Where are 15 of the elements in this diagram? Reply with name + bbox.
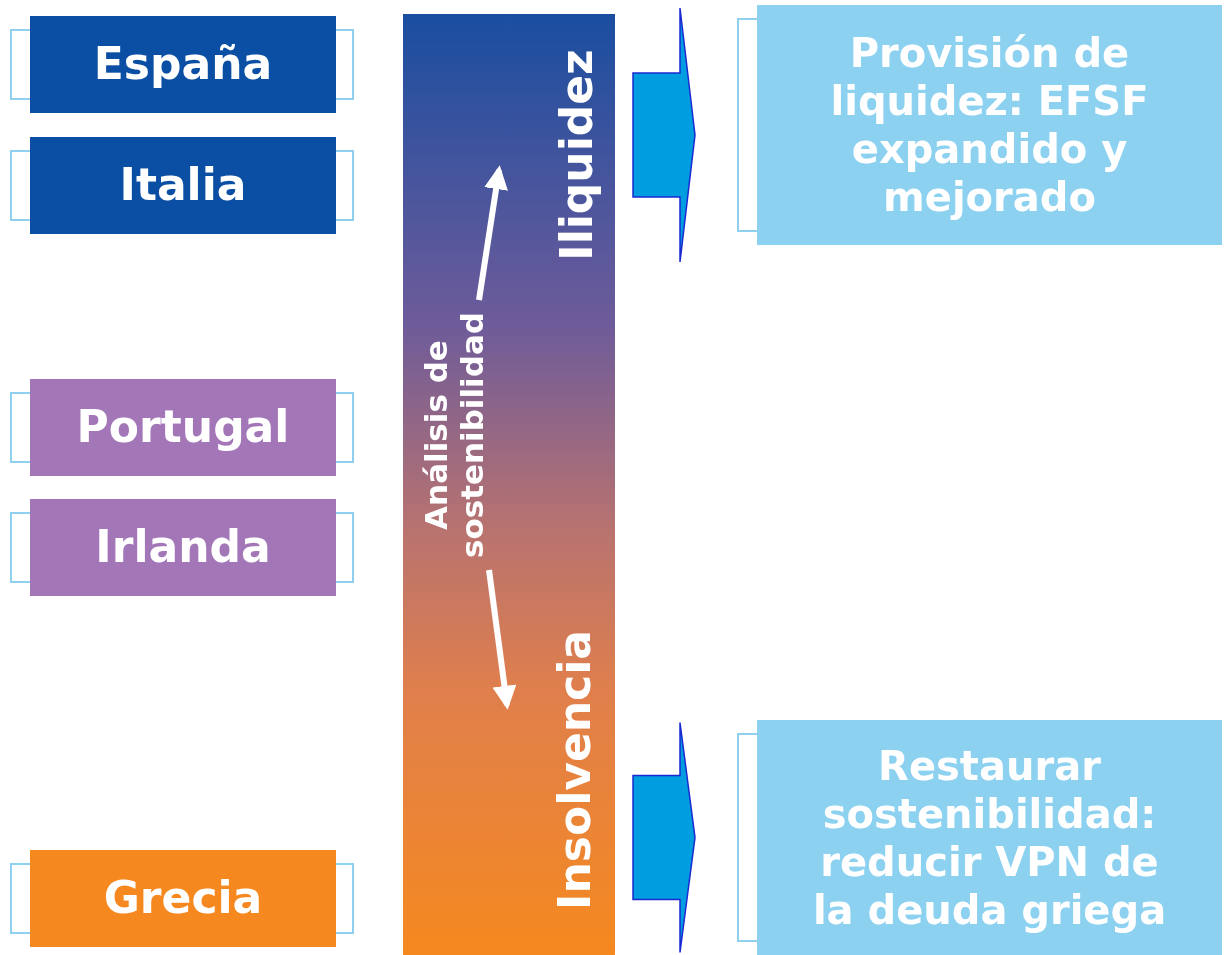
label-box: Portugal — [30, 379, 336, 476]
vertical-label: Iliquidez — [551, 45, 603, 265]
label-box: Provisión de liquidez: EFSF expandido y mejorado — [757, 5, 1222, 245]
label-box: Grecia — [30, 850, 336, 947]
gradient-bar — [403, 14, 615, 955]
vertical-label: Insolvencia — [549, 620, 601, 920]
label-box: Restaurar sostenibilidad: reducir VPN de la deuda griega — [757, 720, 1222, 955]
label-box: España — [30, 16, 336, 113]
vertical-label: Análisis de sostenibilidad — [419, 310, 491, 560]
arrow — [476, 165, 508, 301]
label-box: Italia — [30, 137, 336, 234]
label-box: Irlanda — [30, 499, 336, 596]
block-arrow — [632, 7, 696, 263]
block-arrow — [632, 721, 696, 954]
arrow — [486, 569, 517, 710]
